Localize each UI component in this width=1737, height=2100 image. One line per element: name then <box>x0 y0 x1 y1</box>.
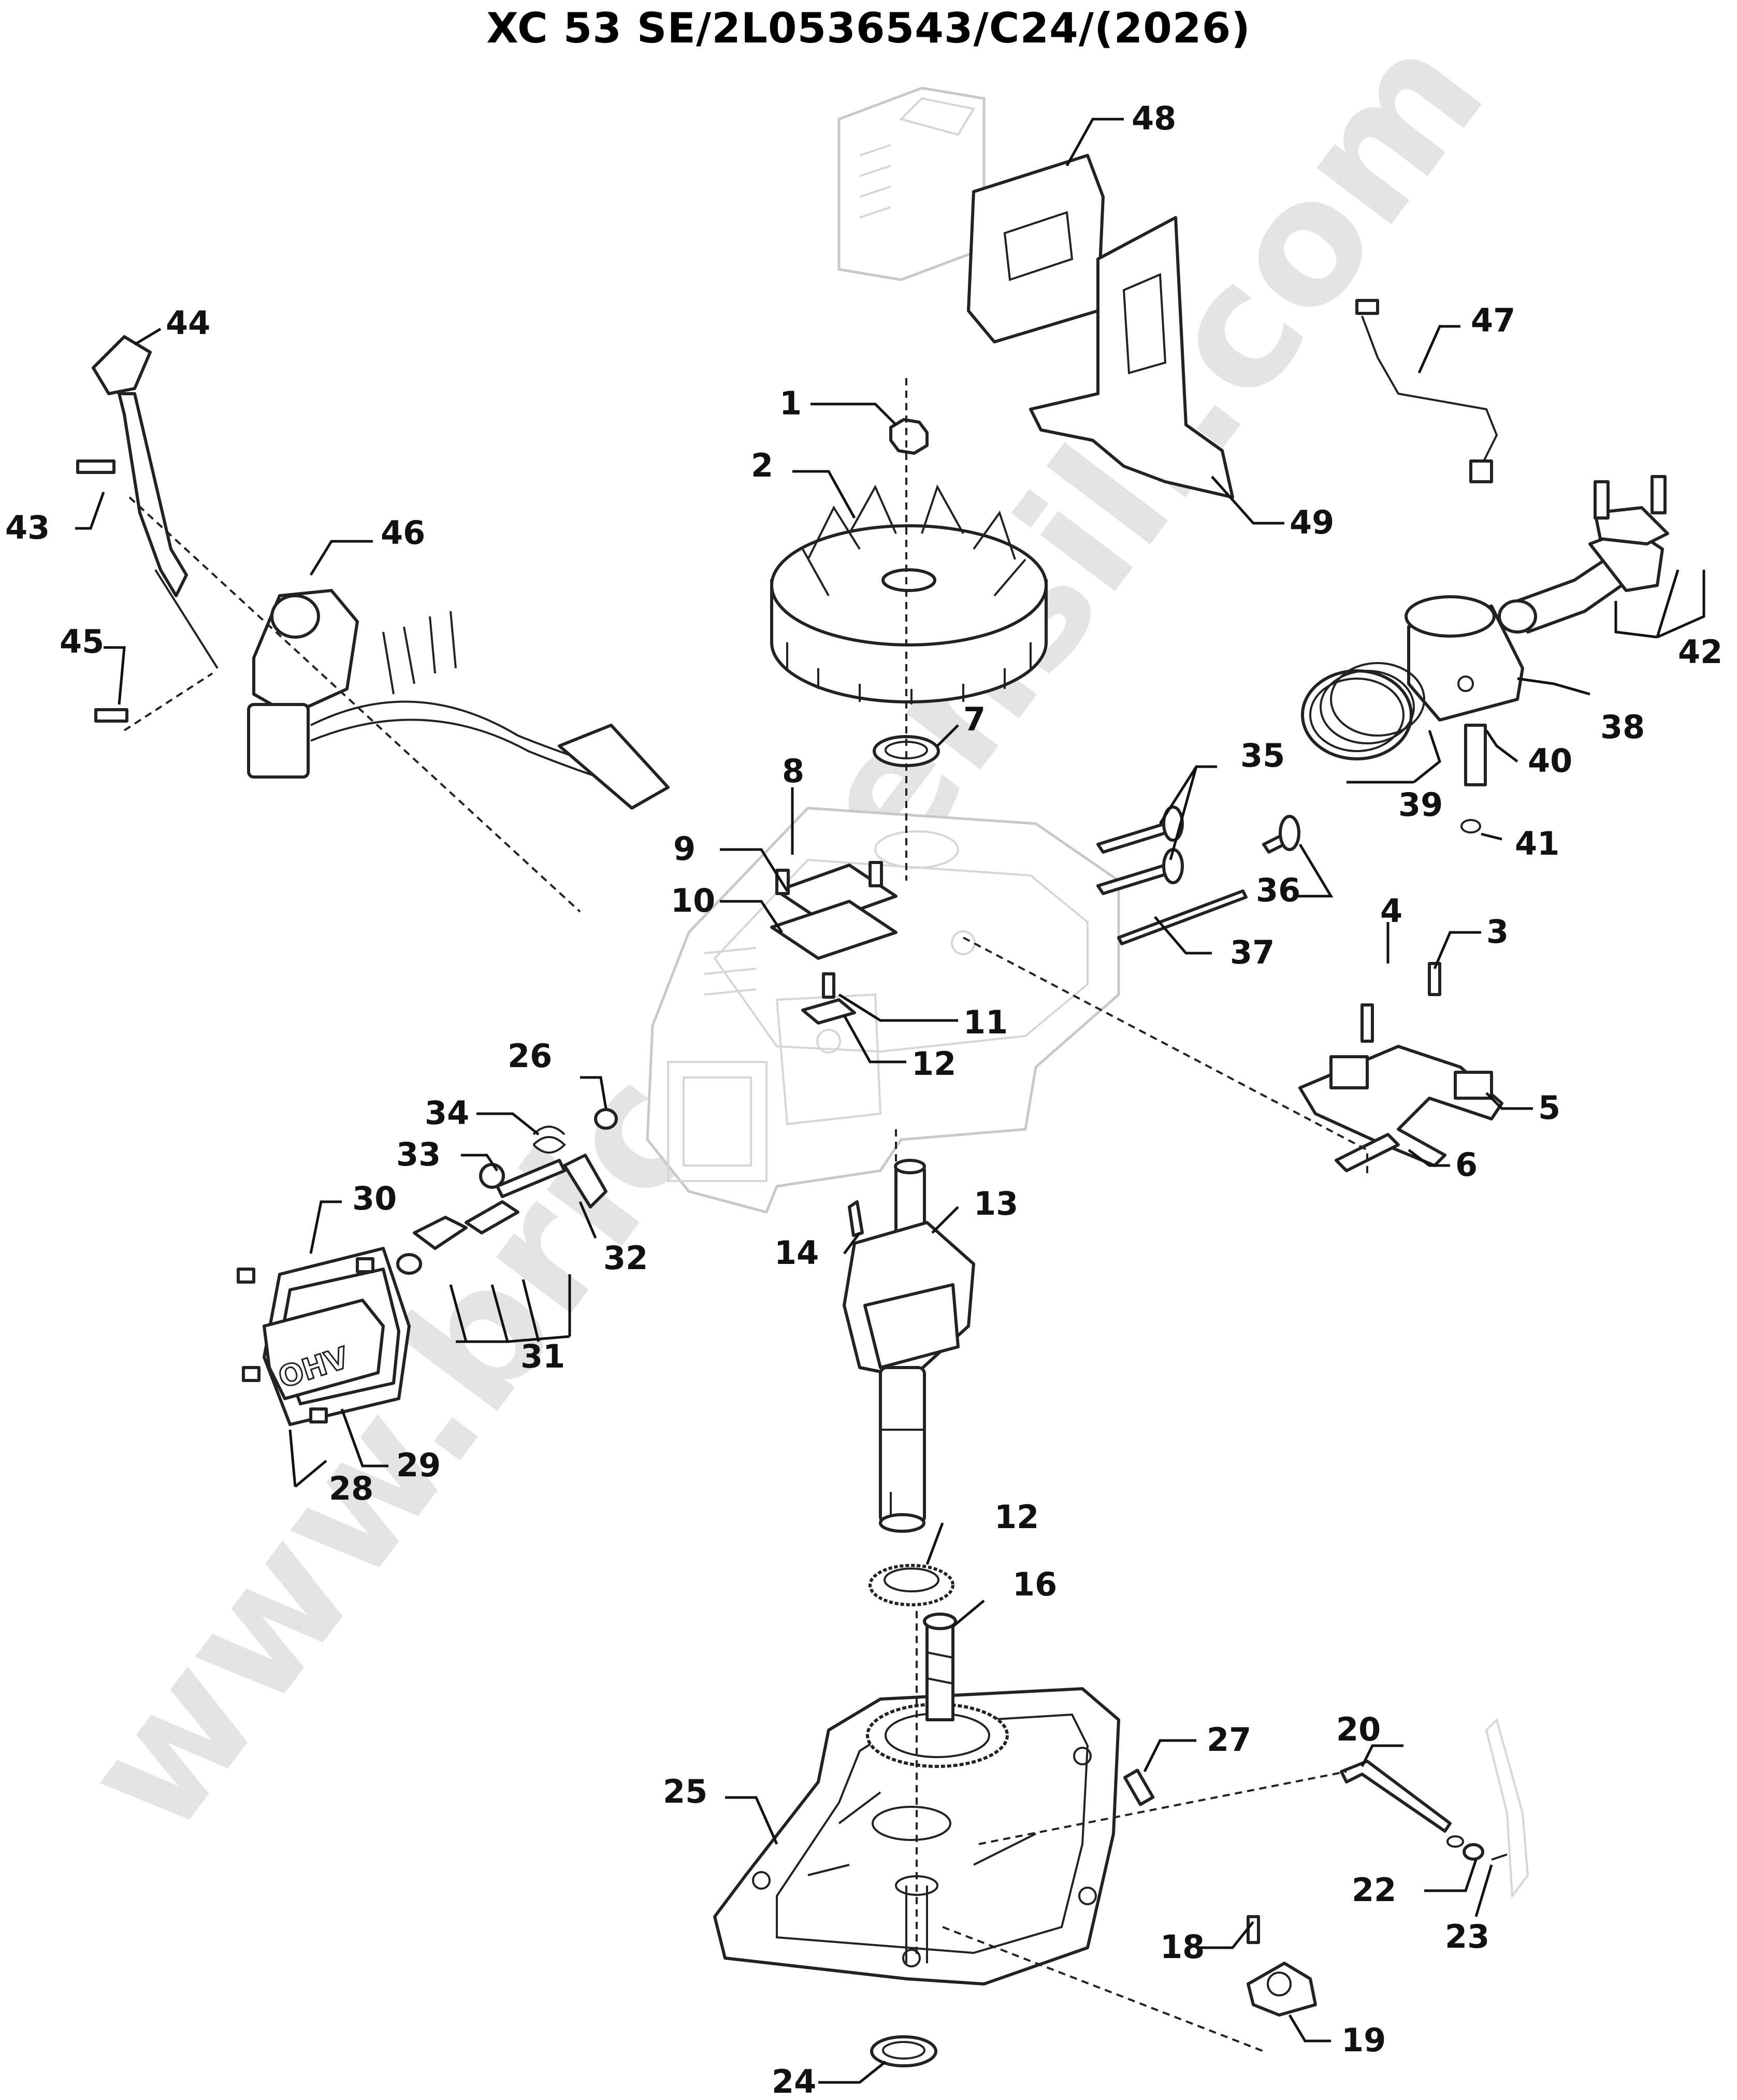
callout-14: 14 <box>774 1234 819 1272</box>
governor-bracket <box>1298 962 1503 1172</box>
callout-40: 40 <box>1528 742 1572 780</box>
callout-23: 23 <box>1445 1918 1489 1955</box>
callout-49: 49 <box>1290 504 1334 541</box>
callout-25: 25 <box>663 1773 707 1810</box>
callout-18: 18 <box>1160 1928 1205 1966</box>
callout-29: 29 <box>396 1446 441 1484</box>
oil-seal-bottom <box>870 2035 937 2067</box>
callout-2: 2 <box>751 447 773 484</box>
callout-44: 44 <box>166 304 210 342</box>
callout-leaders <box>75 118 1705 2084</box>
piston-rings <box>1301 662 1425 760</box>
callout-33: 33 <box>396 1135 441 1173</box>
callout-48: 48 <box>1132 99 1176 137</box>
callout-5: 5 <box>1538 1089 1560 1127</box>
callout-20: 20 <box>1336 1710 1381 1748</box>
piston-pin <box>1464 724 1487 786</box>
battery-pack-ghost <box>837 87 986 281</box>
timing-gear <box>868 1564 954 1606</box>
callout-46: 46 <box>381 514 425 552</box>
ground-wire <box>1355 299 1498 483</box>
camshaft-gear <box>866 1613 1009 1768</box>
callout-11: 11 <box>963 1003 1008 1041</box>
callout-19: 19 <box>1341 2021 1386 2059</box>
callout-labels: 1 2 3 4 5 6 7 8 9 10 11 12 12 13 14 16 1… <box>5 99 1722 2100</box>
callout-9: 9 <box>673 830 696 868</box>
ignition-coil <box>247 589 670 810</box>
oil-dipstick <box>76 335 219 723</box>
callout-10: 10 <box>671 882 715 919</box>
callout-36: 36 <box>1256 871 1300 909</box>
valves <box>1096 806 1300 945</box>
callout-26: 26 <box>508 1037 552 1075</box>
flywheel <box>770 484 1048 704</box>
callout-42: 42 <box>1678 633 1722 671</box>
pin-clip <box>1460 819 1481 833</box>
callout-7: 7 <box>963 700 986 738</box>
battery-bracket-plate <box>967 154 1105 343</box>
mounting-bracket <box>1029 216 1234 499</box>
crankshaft <box>843 1159 975 1533</box>
callout-31: 31 <box>520 1337 565 1375</box>
callout-8: 8 <box>782 752 804 790</box>
callout-35: 35 <box>1240 737 1285 774</box>
rocker-arm-parts <box>396 1108 618 1275</box>
governor-arm <box>1340 1718 1529 1899</box>
callout-16: 16 <box>1012 1565 1057 1603</box>
callout-3: 3 <box>1486 913 1509 951</box>
callout-45: 45 <box>60 623 104 660</box>
callout-34: 34 <box>425 1094 469 1132</box>
callout-4: 4 <box>1380 892 1402 930</box>
callout-27: 27 <box>1207 1721 1251 1759</box>
valve-cover-assembly: OHV <box>237 1247 411 1426</box>
callout-39: 39 <box>1398 786 1443 824</box>
breather-assembly <box>770 861 898 1025</box>
callout-37: 37 <box>1230 933 1275 971</box>
callout-1: 1 <box>779 384 802 422</box>
callout-12-lower: 12 <box>994 1498 1039 1536</box>
governor-gear <box>1123 1768 1317 2017</box>
woodruff-key <box>848 1200 864 1237</box>
assembly-guide-lines <box>123 378 1368 2052</box>
callout-32: 32 <box>603 1239 648 1277</box>
callout-13: 13 <box>974 1185 1018 1222</box>
callout-6: 6 <box>1455 1146 1478 1184</box>
callout-47: 47 <box>1471 301 1515 339</box>
callout-24: 24 <box>772 2063 816 2100</box>
callout-22: 22 <box>1352 1871 1396 1909</box>
piston <box>1405 595 1524 722</box>
callout-12-upper: 12 <box>911 1045 956 1083</box>
flywheel-nut <box>889 418 929 455</box>
callout-30: 30 <box>352 1180 397 1217</box>
callout-43: 43 <box>5 509 50 546</box>
callout-38: 38 <box>1600 708 1645 746</box>
callout-41: 41 <box>1515 825 1559 862</box>
connecting-rod <box>1498 475 1669 634</box>
diagram-title: XC 53 SE/2L0536543/C24/(2026) <box>486 4 1251 52</box>
callout-28: 28 <box>329 1470 373 1507</box>
